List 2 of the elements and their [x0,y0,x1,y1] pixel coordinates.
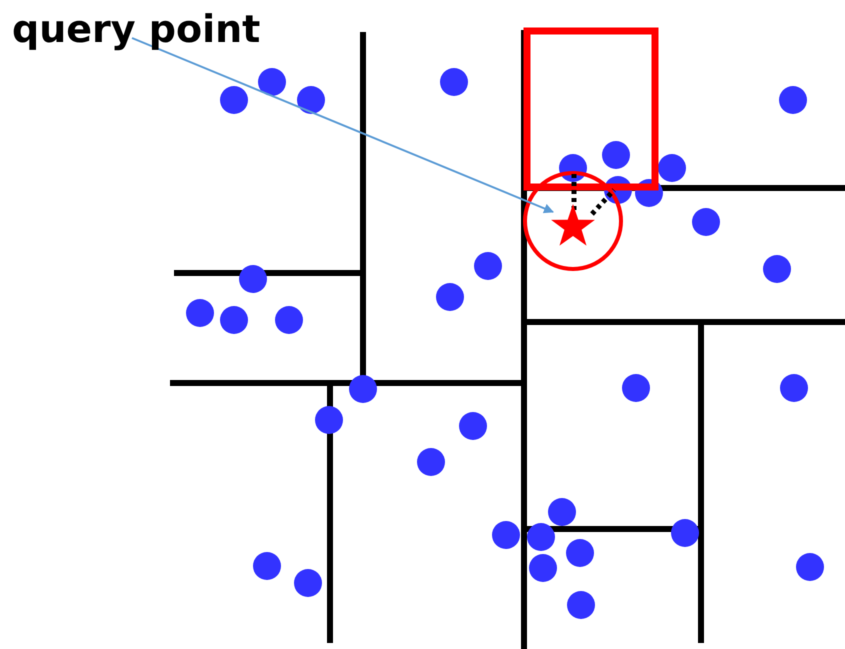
query-label: query point [12,4,260,54]
leader-arrow [132,37,554,214]
